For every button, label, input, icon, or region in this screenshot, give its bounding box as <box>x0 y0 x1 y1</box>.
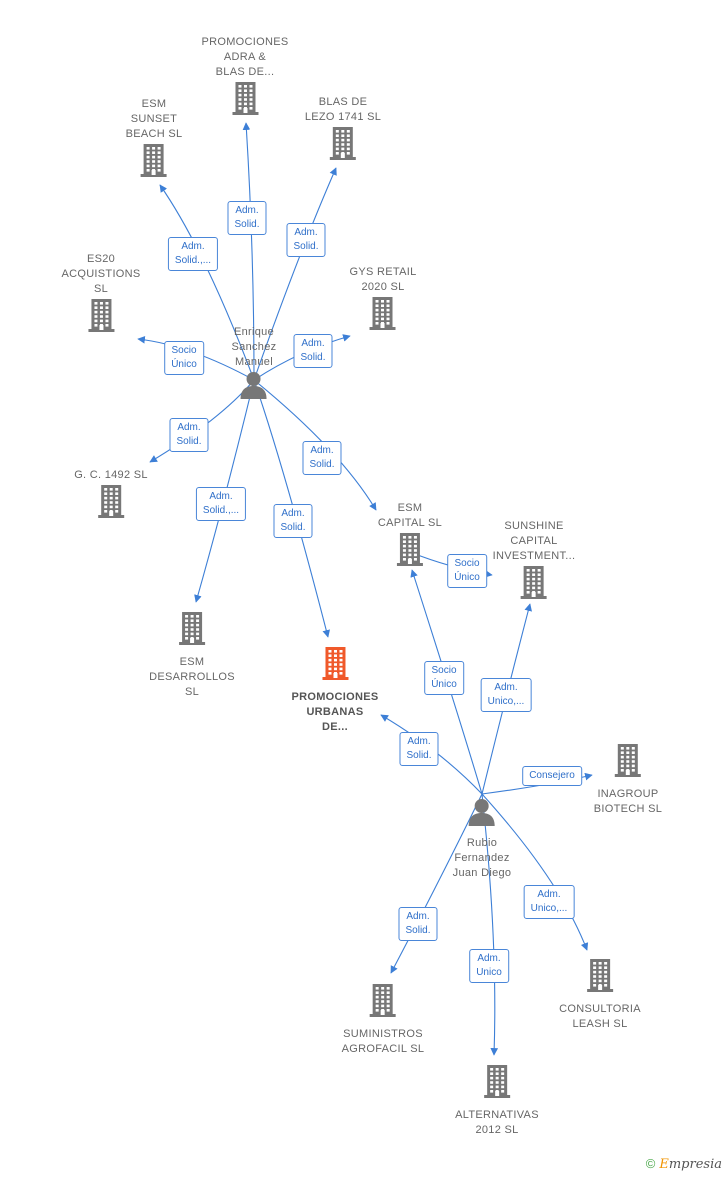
node-label[interactable]: ALTERNATIVAS 2012 SL <box>455 1109 539 1136</box>
node-promociones_urbanas[interactable]: PROMOCIONES URBANAS DE... <box>291 645 378 735</box>
edge-label-enrique-esm_desarrollos[interactable]: Adm. Solid.,... <box>195 487 247 521</box>
node-label[interactable]: GYS RETAIL 2020 SL <box>349 266 417 293</box>
edge-enrique-promociones_urbanas <box>253 379 331 638</box>
edge-rubio-consultoria <box>481 793 589 951</box>
edge-label-rubio-esm_capital[interactable]: Socio Único <box>424 661 464 695</box>
node-consultoria[interactable]: CONSULTORIA LEASH SL <box>559 957 641 1032</box>
node-esm_capital[interactable]: ESM CAPITAL SL <box>378 501 442 572</box>
edge-enrique-blas_lezo <box>253 167 337 381</box>
edge-label-rubio-inagroup[interactable]: Consejero <box>522 766 582 786</box>
node-label[interactable]: SUNSHINE CAPITAL INVESTMENT... <box>492 520 576 562</box>
building-icon <box>559 957 641 998</box>
edge-label-rubio-sunshine[interactable]: Adm. Unico,... <box>480 678 532 712</box>
edge-label-rubio-consultoria[interactable]: Adm. Unico,... <box>523 885 575 919</box>
building-icon <box>455 1063 539 1104</box>
building-icon <box>291 645 378 686</box>
edge-label-enrique-promociones_urbanas[interactable]: Adm. Solid. <box>273 504 313 538</box>
node-blas_lezo[interactable]: BLAS DE LEZO 1741 SL <box>305 95 381 166</box>
building-icon <box>149 610 235 651</box>
edge-label-esm_capital-sunshine[interactable]: Socio Único <box>447 554 487 588</box>
node-label[interactable]: Enrique Sanchez Manuel <box>231 326 277 368</box>
footer-brand[interactable]: ©Empresia <box>646 1156 722 1172</box>
edge-rubio-esm_capital <box>410 569 483 795</box>
node-suministros[interactable]: SUMINISTROS AGROFACIL SL <box>342 982 425 1057</box>
edge-label-enrique-blas_lezo[interactable]: Adm. Solid. <box>286 223 326 257</box>
node-label[interactable]: ESM CAPITAL SL <box>377 502 443 529</box>
node-label[interactable]: CONSULTORIA LEASH SL <box>559 1003 641 1030</box>
node-es20[interactable]: ES20 ACQUISTIONS SL <box>61 252 140 338</box>
node-alternativas[interactable]: ALTERNATIVAS 2012 SL <box>455 1063 539 1138</box>
copyright-symbol: © <box>645 1156 656 1171</box>
building-icon <box>378 531 442 572</box>
node-label[interactable]: Rubio Fernandez Juan Diego <box>452 837 512 879</box>
building-icon <box>201 80 288 121</box>
edge-label-enrique-esm_capital[interactable]: Adm. Solid. <box>302 441 342 475</box>
node-label[interactable]: INAGROUP BIOTECH SL <box>593 788 663 815</box>
edge-label-enrique-promociones_adra[interactable]: Adm. Solid. <box>227 201 267 235</box>
edge-label-rubio-promociones_urbanas[interactable]: Adm. Solid. <box>399 732 439 766</box>
node-sunshine[interactable]: SUNSHINE CAPITAL INVESTMENT... <box>493 519 576 605</box>
node-gc1492[interactable]: G. C. 1492 SL <box>74 468 148 524</box>
building-icon <box>126 142 183 183</box>
building-icon <box>305 125 381 166</box>
edge-label-rubio-suministros[interactable]: Adm. Solid. <box>398 907 438 941</box>
building-icon <box>74 483 148 524</box>
edge-enrique-promociones_adra <box>242 122 255 381</box>
node-esm_sunset[interactable]: ESM SUNSET BEACH SL <box>126 97 183 183</box>
node-label[interactable]: ESM SUNSET BEACH SL <box>125 98 183 140</box>
building-icon <box>342 982 425 1023</box>
node-esm_desarrollos[interactable]: ESM DESARROLLOS SL <box>149 610 235 700</box>
node-label[interactable]: ESM DESARROLLOS SL <box>149 656 235 698</box>
node-label[interactable]: PROMOCIONES ADRA & BLAS DE... <box>201 36 289 78</box>
node-label[interactable]: PROMOCIONES URBANAS DE... <box>291 691 379 733</box>
node-label[interactable]: ES20 ACQUISTIONS SL <box>61 253 141 295</box>
node-inagroup[interactable]: INAGROUP BIOTECH SL <box>594 742 662 817</box>
brand-logo: Empresia <box>659 1157 722 1172</box>
edge-rubio-suministros <box>390 793 483 974</box>
building-icon <box>61 297 140 338</box>
building-icon <box>594 742 662 783</box>
node-gys_retail[interactable]: GYS RETAIL 2020 SL <box>350 265 417 336</box>
node-label[interactable]: BLAS DE LEZO 1741 SL <box>304 96 382 123</box>
edge-label-rubio-alternativas[interactable]: Adm. Unico <box>469 949 509 983</box>
person-icon <box>453 797 512 832</box>
person-icon <box>232 370 277 405</box>
node-promociones_adra[interactable]: PROMOCIONES ADRA & BLAS DE... <box>201 35 288 121</box>
edge-label-enrique-esm_sunset[interactable]: Adm. Solid.,... <box>167 237 219 271</box>
node-label[interactable]: G. C. 1492 SL <box>74 469 148 481</box>
edge-label-enrique-es20[interactable]: Socio Único <box>164 341 204 375</box>
node-label[interactable]: SUMINISTROS AGROFACIL SL <box>341 1028 425 1055</box>
edge-label-enrique-gc1492[interactable]: Adm. Solid. <box>169 418 209 452</box>
node-enrique[interactable]: Enrique Sanchez Manuel <box>232 325 277 405</box>
edge-rubio-alternativas <box>481 793 499 1056</box>
node-rubio[interactable]: Rubio Fernandez Juan Diego <box>453 797 512 881</box>
building-icon <box>493 564 576 605</box>
edge-label-enrique-gys_retail[interactable]: Adm. Solid. <box>293 334 333 368</box>
building-icon <box>350 295 417 336</box>
